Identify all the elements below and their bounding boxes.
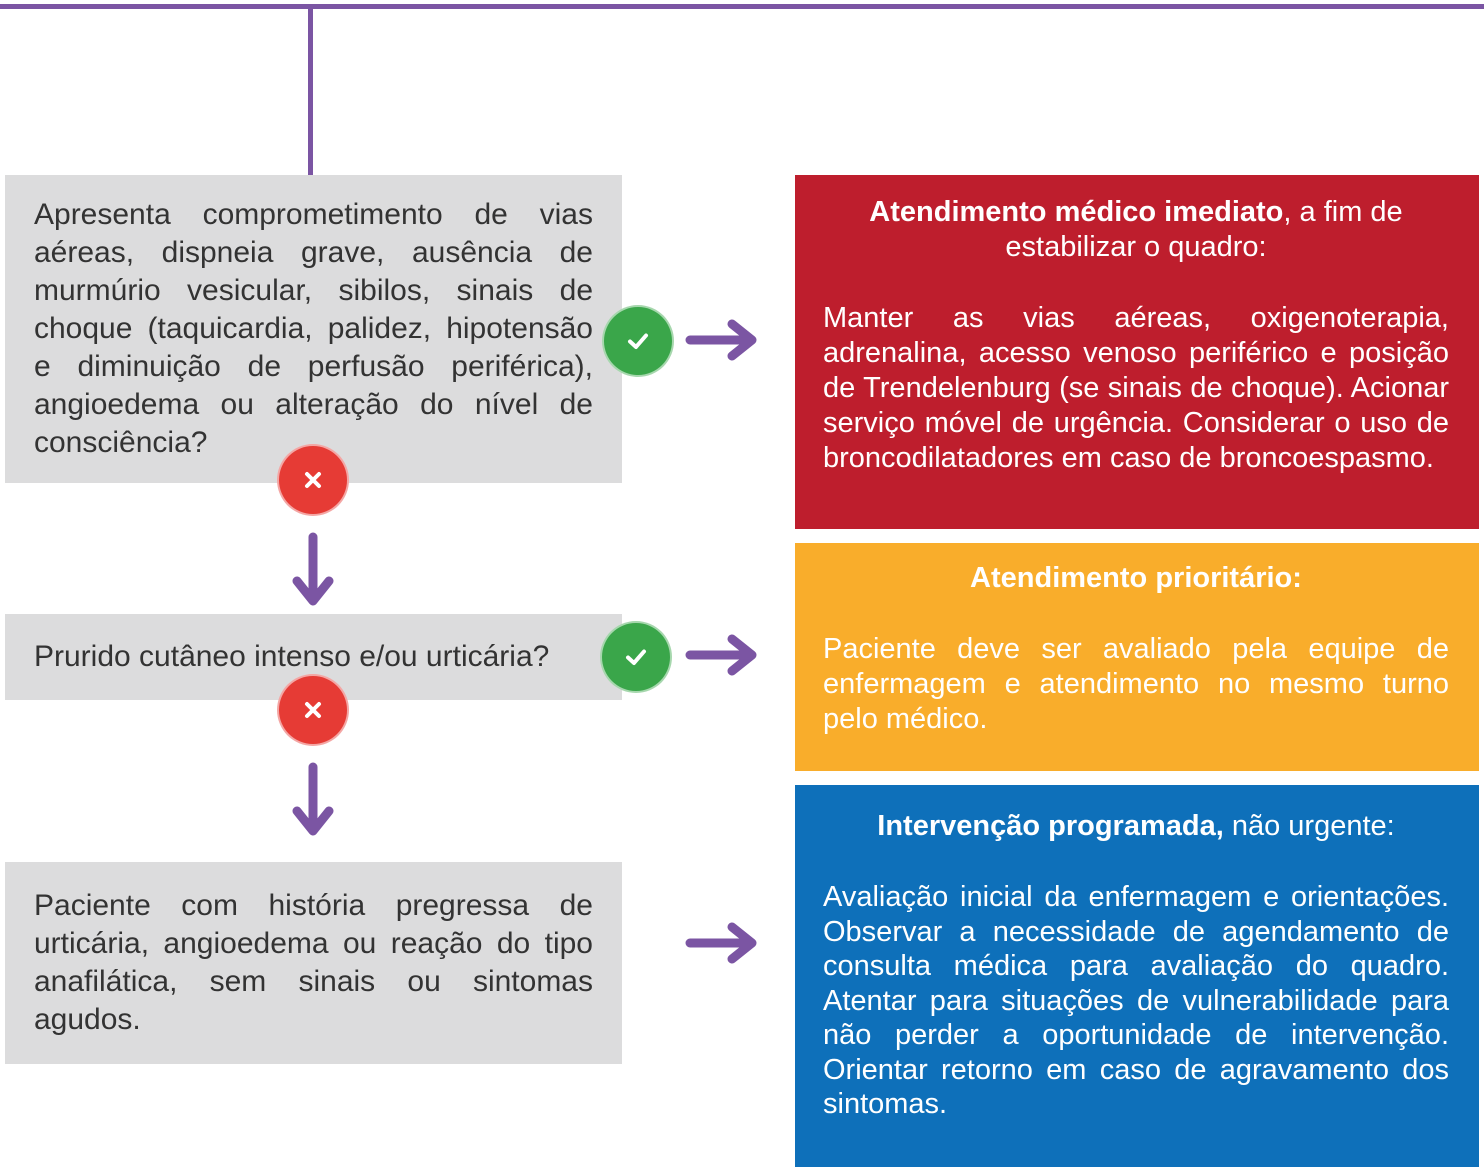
arrow-right-icon [685, 319, 757, 361]
check-icon [602, 305, 674, 377]
top-connector-line [0, 4, 1484, 9]
action-box-priority: Atendimento prioritário: Paciente deve s… [795, 543, 1479, 771]
action-3-title-rest: não urgente: [1223, 810, 1395, 842]
question-2-text: Prurido cutâneo intenso e/ou urticária? [34, 640, 550, 673]
action-2-title-bold: Atendimento prioritário: [970, 562, 1302, 594]
vertical-connector-line [308, 4, 313, 176]
cross-icon [277, 674, 349, 746]
action-1-title-bold: Atendimento médico imediato [869, 196, 1284, 228]
arrow-down-icon [292, 532, 334, 606]
action-box-scheduled: Intervenção programada, não urgente: Ava… [795, 785, 1479, 1167]
check-icon [600, 621, 672, 693]
question-3-text: Paciente com história pregressa de urtic… [34, 889, 593, 1036]
question-box-1: Apresenta comprometimento de vias aéreas… [5, 175, 622, 483]
action-3-heading: Intervenção programada, não urgente: [823, 809, 1449, 844]
action-3-title-bold: Intervenção programada, [877, 810, 1224, 842]
arrow-right-icon [685, 922, 757, 964]
arrow-right-icon [685, 634, 757, 676]
action-1-title-rest: , a fim de estabilizar o quadro: [1005, 196, 1403, 263]
question-1-text: Apresenta comprometimento de vias aéreas… [34, 198, 593, 459]
action-3-body: Avaliação inicial da enfermagem e orient… [823, 881, 1449, 1120]
action-box-immediate: Atendimento médico imediato, a fim de es… [795, 175, 1479, 529]
action-1-body: Manter as vias aéreas, oxigenoterapia, a… [823, 302, 1449, 474]
action-1-heading: Atendimento médico imediato, a fim de es… [823, 195, 1449, 265]
cross-icon [277, 444, 349, 516]
question-box-3: Paciente com história pregressa de urtic… [5, 862, 622, 1064]
action-2-body: Paciente deve ser avaliado pela equipe d… [823, 633, 1449, 735]
action-2-heading: Atendimento prioritário: [823, 561, 1449, 596]
arrow-down-icon [292, 762, 334, 836]
